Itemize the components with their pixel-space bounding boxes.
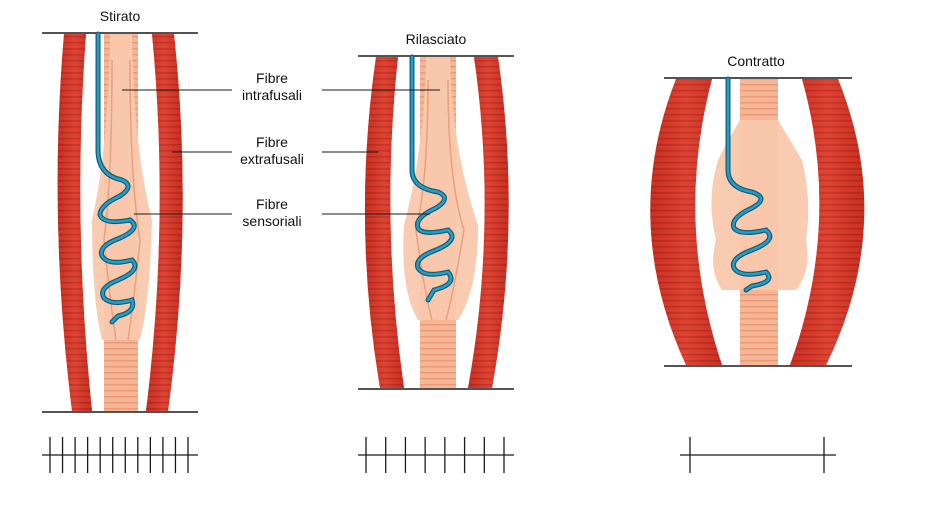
panel-title-contracted: Contratto [727, 53, 785, 69]
spike-train [42, 437, 198, 473]
panel-relaxed [322, 54, 514, 473]
panel-contracted [650, 76, 865, 473]
label-extrafusal-line2: extrafusali [240, 151, 304, 167]
label-extrafusal-line1: Fibre [256, 134, 288, 150]
spike-train [358, 437, 514, 473]
label-sensory: Fibre sensoriali [222, 196, 322, 230]
label-intrafusal-line1: Fibre [256, 70, 288, 86]
label-intrafusal: Fibre intrafusali [222, 70, 322, 104]
label-extrafusal: Fibre extrafusali [222, 134, 322, 168]
panel-title-stretched: Stirato [99, 8, 141, 24]
panel-stretched [42, 31, 232, 473]
spike-train [680, 437, 836, 473]
label-sensory-line1: Fibre [256, 196, 288, 212]
label-intrafusal-line2: intrafusali [242, 87, 302, 103]
label-sensory-line2: sensoriali [242, 213, 302, 229]
panel-title-relaxed: Rilasciato [405, 31, 467, 47]
